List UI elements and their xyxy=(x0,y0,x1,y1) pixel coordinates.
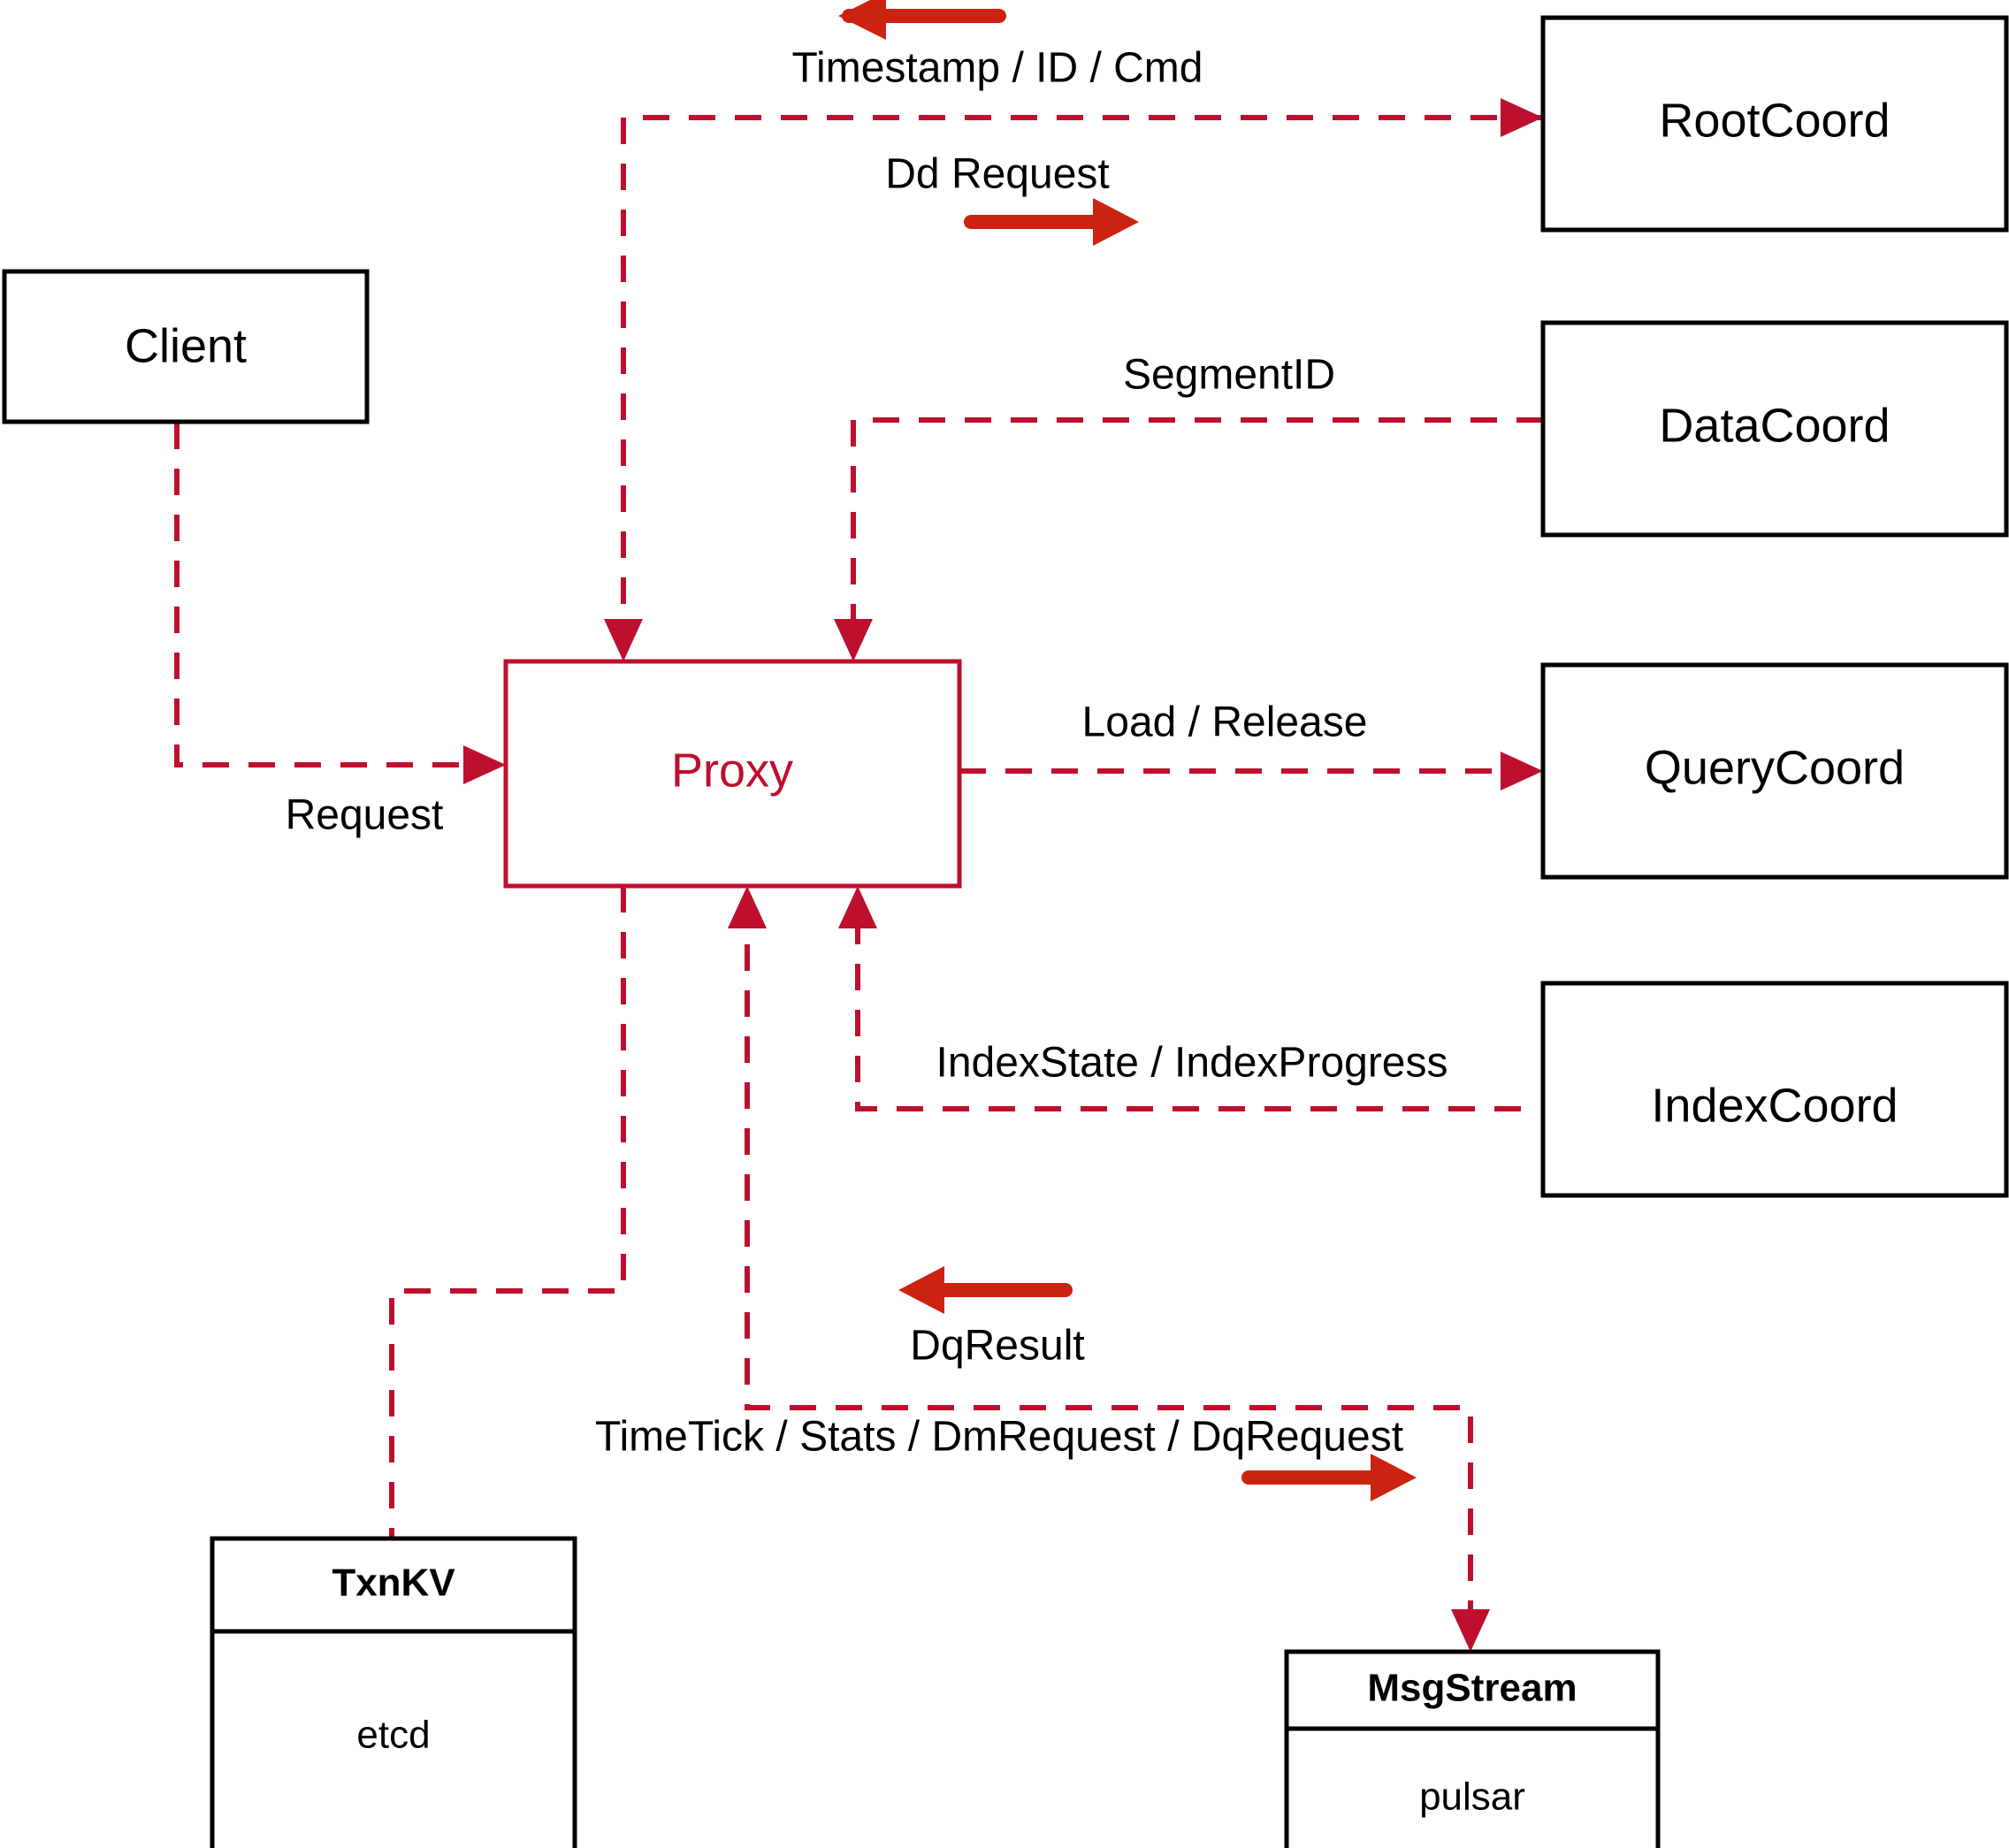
node-txnkv-sublabel: etcd xyxy=(356,1714,430,1757)
node-indexcoord[interactable]: IndexCoord xyxy=(1540,981,2009,1198)
node-client[interactable]: Client xyxy=(2,269,370,424)
flow-timestamp-id-cmd xyxy=(621,115,1543,637)
direction-arrow-dq-result xyxy=(898,1266,1073,1314)
node-indexcoord-box xyxy=(1540,981,2009,1198)
node-rootcoord[interactable]: RootCoord xyxy=(1540,15,2009,233)
node-msgstream-label: MsgStream xyxy=(1367,1667,1577,1710)
direction-arrow-timetick xyxy=(1241,1454,1417,1501)
flow-request xyxy=(174,423,482,767)
arrowhead-load-release xyxy=(1501,752,1543,790)
node-querycoord[interactable]: QueryCoord xyxy=(1540,662,2009,880)
node-txnkv[interactable]: TxnKV etcd xyxy=(210,1536,577,1848)
node-client-label: Client xyxy=(125,319,247,372)
arrowhead-segmentid xyxy=(834,619,873,661)
node-rootcoord-label: RootCoord xyxy=(1659,94,1890,147)
edge-label-request: Request xyxy=(286,792,444,839)
arrowhead-rootcoord-in xyxy=(1501,98,1543,137)
node-datacoord-box xyxy=(1540,320,2009,538)
arrowhead-timestamp-id-cmd xyxy=(604,619,643,661)
node-proxy[interactable]: Proxy xyxy=(503,659,962,889)
node-rootcoord-box xyxy=(1540,15,2009,233)
node-client-box xyxy=(2,269,370,424)
edge-label-dd-request: Dd Request xyxy=(885,151,1109,198)
arrowhead-dq-result xyxy=(728,886,767,928)
node-querycoord-label: QueryCoord xyxy=(1645,741,1905,794)
edge-label-load-release: Load / Release xyxy=(1082,699,1368,746)
flow-txnkv-link xyxy=(389,886,626,1539)
node-proxy-box xyxy=(503,659,962,889)
node-datacoord[interactable]: DataCoord xyxy=(1540,320,2009,538)
node-msgstream[interactable]: MsgStream pulsar xyxy=(1284,1649,1661,1848)
arrowhead-msgstream-in xyxy=(1451,1609,1490,1652)
arrowhead-request xyxy=(463,745,506,784)
node-datacoord-label: DataCoord xyxy=(1659,399,1890,452)
arrowhead-index-state xyxy=(838,886,877,928)
edge-label-timestamp-id-cmd: Timestamp / ID / Cmd xyxy=(792,45,1203,92)
edge-label-segmentid: SegmentID xyxy=(1123,352,1335,399)
edge-label-timetick-stats: TimeTick / Stats / DmRequest / DqRequest xyxy=(595,1414,1403,1461)
node-txnkv-box xyxy=(210,1536,577,1848)
node-txnkv-label: TxnKV xyxy=(332,1562,455,1605)
direction-arrow-dd-request xyxy=(964,198,1139,246)
edge-label-dq-result: DqResult xyxy=(910,1323,1084,1370)
direction-arrow-timestamp xyxy=(838,0,1006,40)
flow-segmentid xyxy=(851,417,1543,637)
node-querycoord-box xyxy=(1540,662,2009,880)
node-proxy-label: Proxy xyxy=(671,744,793,797)
flow-timetick-stats-dq xyxy=(745,911,1473,1627)
node-msgstream-sublabel: pulsar xyxy=(1419,1775,1525,1819)
flow-index-state xyxy=(855,911,1521,1111)
edge-label-index-state: IndexState / IndexProgress xyxy=(936,1040,1448,1087)
node-msgstream-box xyxy=(1284,1649,1661,1848)
node-indexcoord-label: IndexCoord xyxy=(1651,1079,1898,1132)
